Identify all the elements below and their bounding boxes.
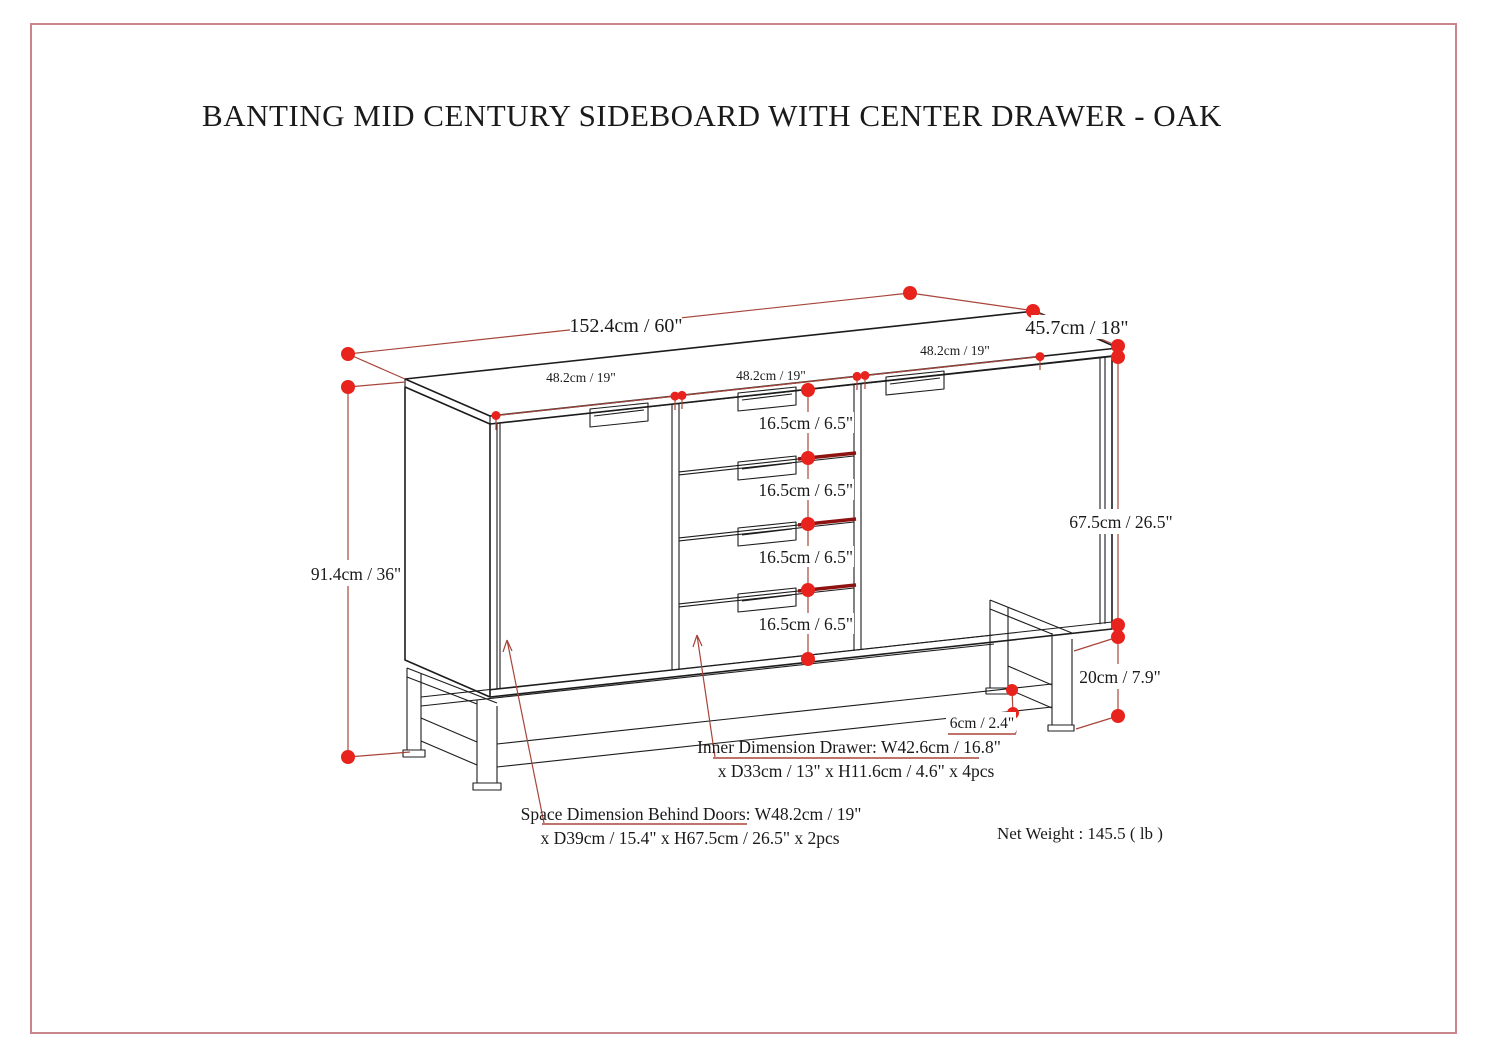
right-top-bar: [989, 599, 1073, 635]
drawer2-handle-notch: [737, 455, 797, 481]
ext-height-bottom: [347, 751, 411, 758]
bg-overall-height: [312, 560, 402, 586]
section-extension-ticks: [495, 356, 1041, 430]
note-inner-drawer-line2: x D33cm / 13" x H11.6cm / 4.6" x 4pcs: [718, 761, 995, 781]
leader-space-doors: [502, 639, 545, 824]
dim-frame-tube-label: 6cm / 2.4": [950, 715, 1014, 732]
right-door-handle-notch: [885, 370, 945, 396]
dim-depth-label: 45.7cm / 18": [1025, 317, 1128, 339]
dim-line-section-center: [681, 375, 858, 396]
dim-section-right-label: 48.2cm / 19": [920, 343, 990, 358]
dim-section-center-label: 48.2cm / 19": [736, 368, 806, 383]
left-crossbar: [420, 717, 478, 766]
leader-inner-drawer: [692, 634, 716, 758]
drawer3-handle-notch: [737, 521, 797, 547]
right-door-right-edge: [1099, 356, 1106, 625]
divider-drawer-door: [853, 383, 862, 651]
dim-section-left-label: 48.2cm / 19": [546, 370, 616, 385]
dim-line-section-right: [864, 356, 1041, 377]
left-back-post: [406, 668, 422, 750]
bg-cabinet-height: [1073, 509, 1170, 534]
dim-overall-width-label: 152.4cm / 60": [569, 315, 682, 337]
bg-depth: [1031, 315, 1123, 339]
cabinet-left-panel: [404, 386, 491, 698]
cabinet-top-edge-left: [404, 379, 491, 425]
note-space-doors-line1: Space Dimension Behind Doors: W48.2cm / …: [521, 804, 862, 824]
left-door-handle-notch: [589, 402, 649, 428]
dim-drawer3-label: 16.5cm / 6.5": [758, 547, 853, 567]
note-inner-drawer-line1: Inner Dimension Drawer: W42.6cm / 16.8": [697, 737, 1001, 757]
ext-width-left: [347, 353, 406, 380]
drawer1-handle-notch: [737, 386, 797, 412]
dim-drawer2-label: 16.5cm / 6.5": [758, 480, 853, 500]
bg-drawer1: [766, 412, 854, 433]
left-front-foot: [472, 782, 502, 791]
left-front-post: [476, 700, 498, 783]
ext-width-right: [909, 292, 1036, 312]
dim-line-section-left: [495, 395, 676, 417]
dim-drawer1-label: 16.5cm / 6.5": [758, 413, 853, 433]
left-top-bar: [406, 667, 498, 705]
note-net-weight: Net Weight : 145.5 ( lb ): [997, 824, 1163, 843]
marker-dots: [341, 286, 1125, 764]
ext-height-top: [347, 381, 406, 388]
ext-base-bottom: [1075, 715, 1119, 730]
drawer4-handle-notch: [737, 587, 797, 613]
right-front-post: [1051, 633, 1073, 725]
cabinet-front-face: [489, 355, 1113, 698]
right-front-foot: [1047, 724, 1075, 732]
dim-overall-height-label: 91.4cm / 36": [311, 564, 401, 584]
dim-drawer4-label: 16.5cm / 6.5": [758, 614, 853, 634]
dim-cabinet-height-label: 67.5cm / 26.5": [1069, 512, 1172, 532]
note-space-doors-line2: x D39cm / 15.4" x H67.5cm / 26.5" x 2pcs: [540, 828, 839, 848]
page-title: BANTING MID CENTURY SIDEBOARD WITH CENTE…: [202, 98, 1222, 133]
bg-overall-width: [570, 312, 682, 337]
ext-base-top: [1073, 636, 1119, 652]
left-back-foot: [402, 749, 426, 758]
divider-door-drawer: [671, 403, 680, 671]
bg-drawer2: [766, 479, 854, 500]
bg-frame-tube: [946, 712, 1016, 732]
cabinet-top-surface: [404, 310, 1119, 417]
dimension-lines: [347, 292, 1119, 825]
dim-base-height-label: 20cm / 7.9": [1079, 667, 1161, 687]
left-door-left-edge: [496, 422, 501, 690]
bg-base-height: [1081, 664, 1160, 689]
bg-drawer4: [766, 613, 854, 634]
bg-drawer3: [766, 546, 854, 567]
page-border: [30, 23, 1457, 1034]
